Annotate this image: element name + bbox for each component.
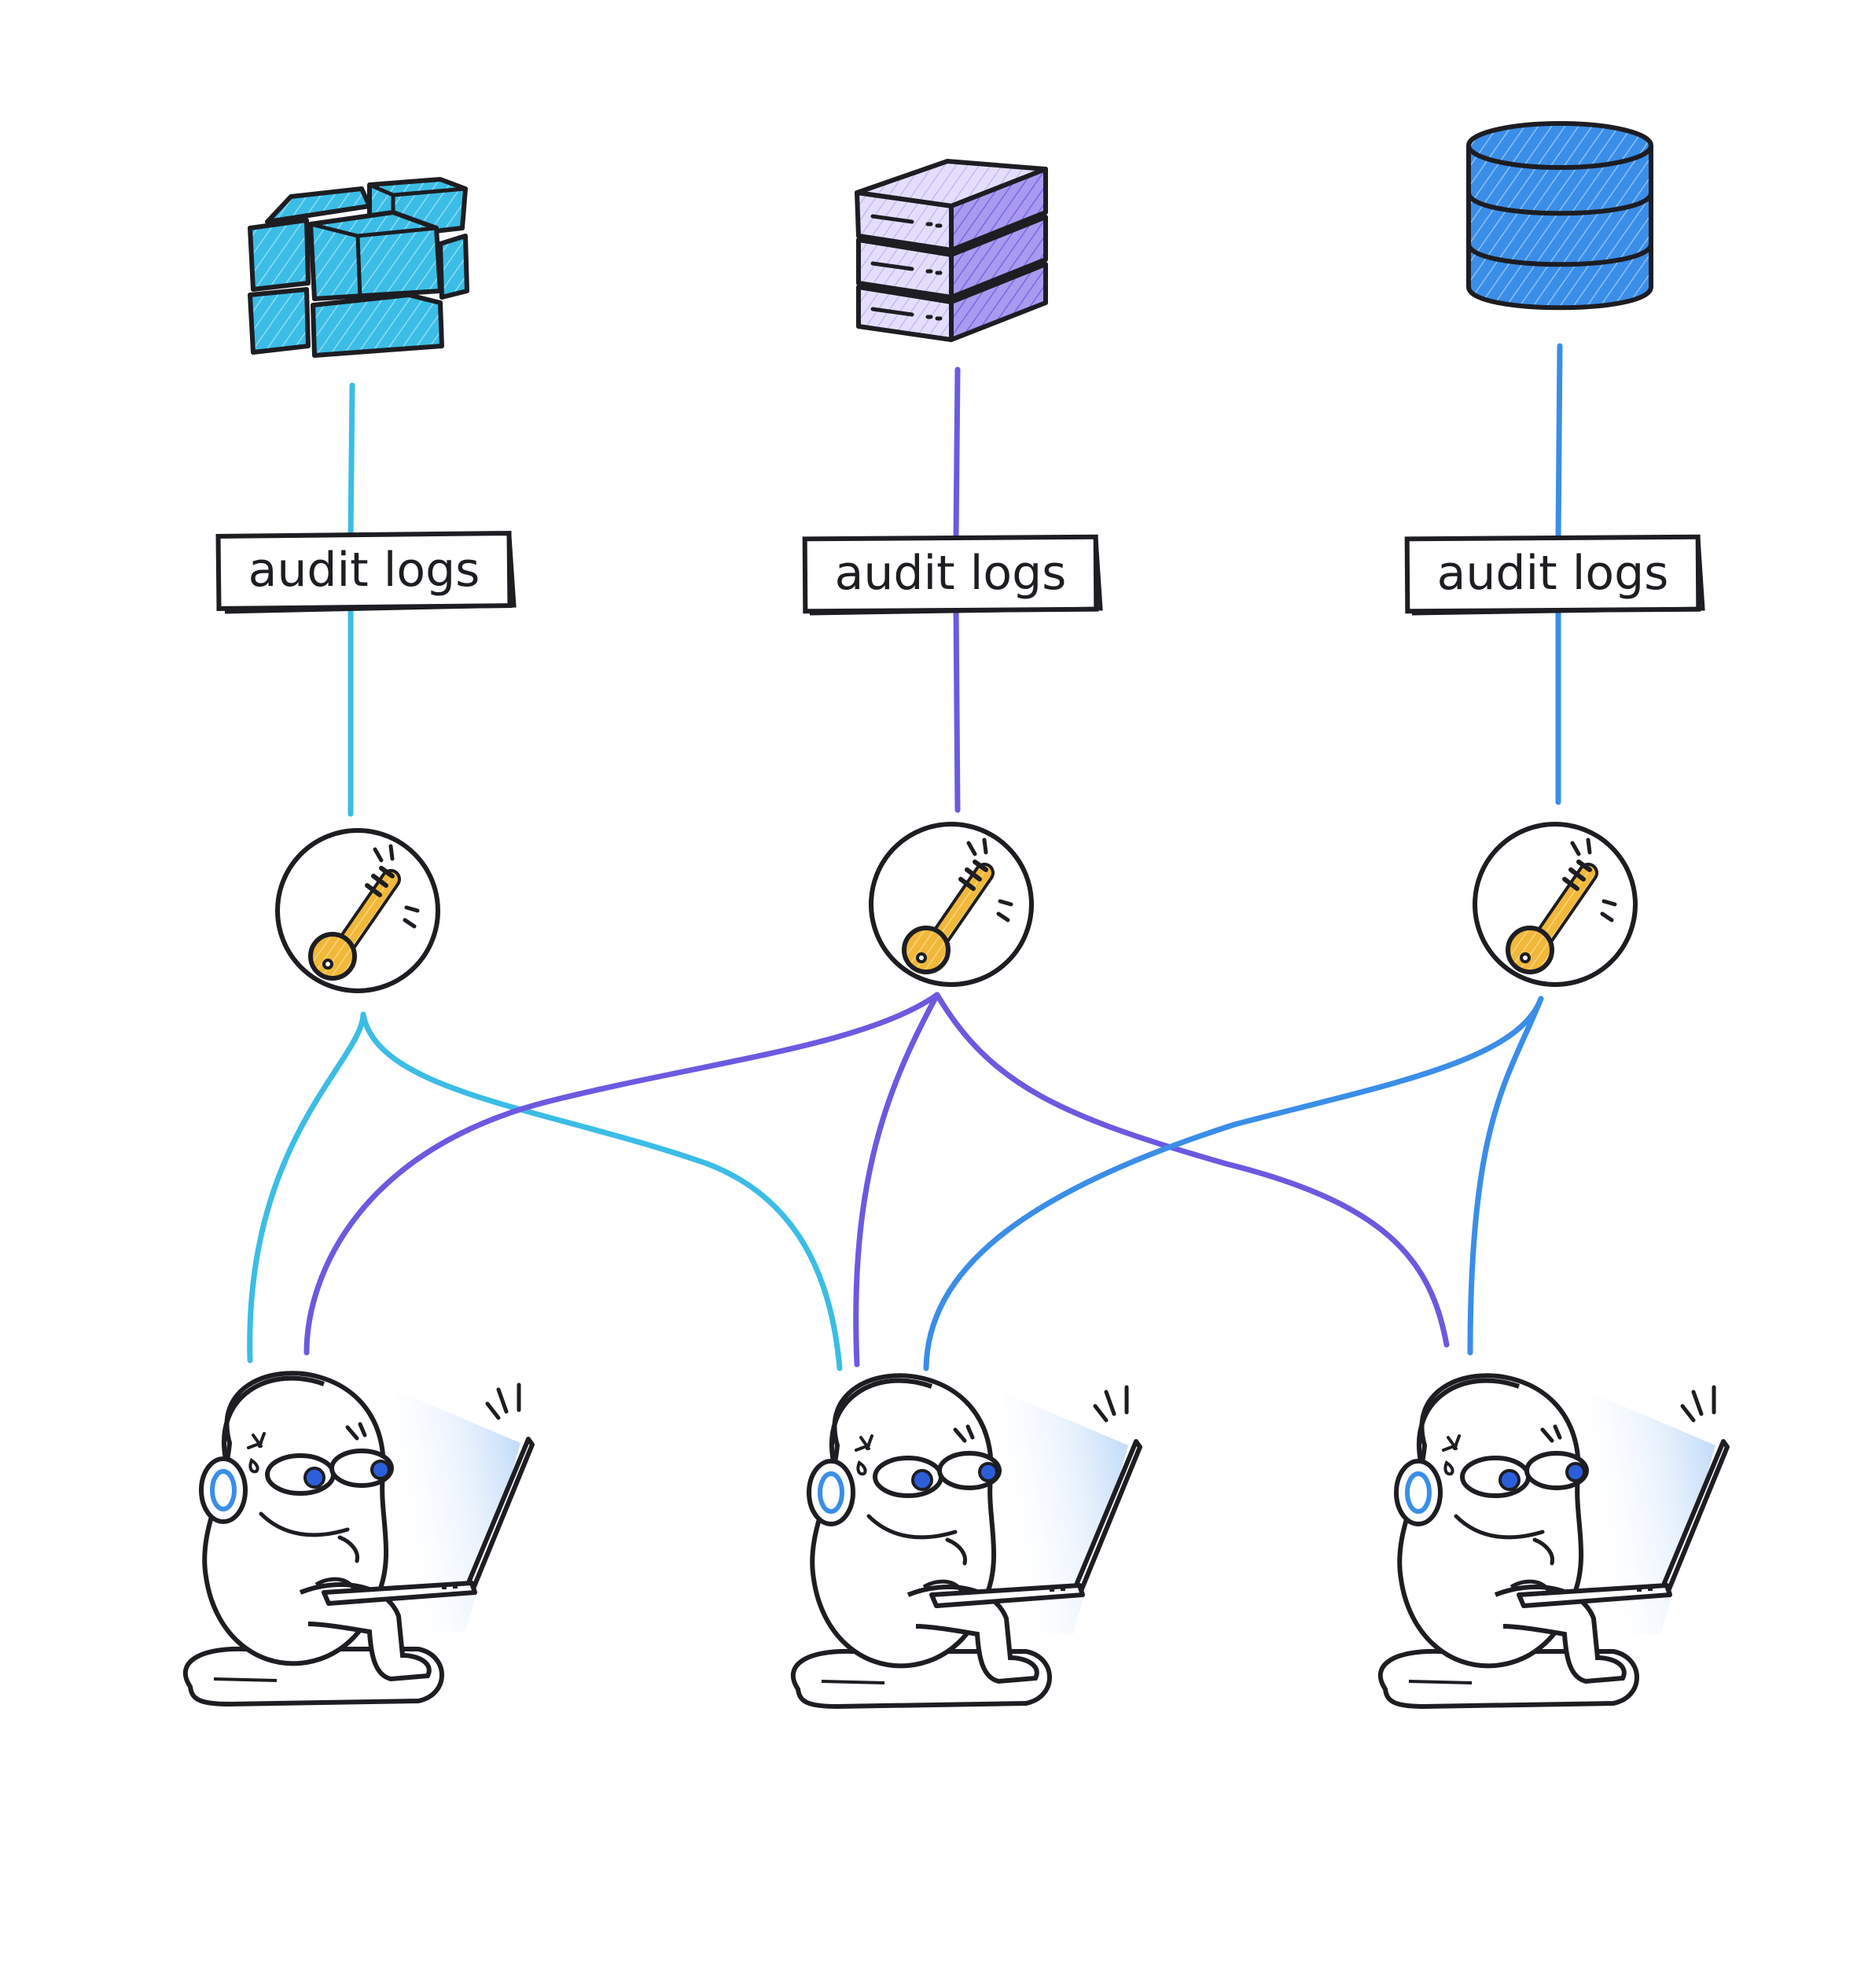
- access-connection-line: [1467, 996, 1544, 1356]
- user-with-laptop: [1381, 1375, 1727, 1706]
- user-with-laptop: [793, 1375, 1140, 1706]
- cloud-cluster-icon: [248, 177, 469, 358]
- key-icon: [278, 830, 438, 991]
- resource-link-line: [1555, 343, 1563, 542]
- server-rack-icon: [855, 159, 1048, 342]
- access-connection-line: [360, 1011, 843, 1371]
- user-with-laptop: [186, 1373, 532, 1704]
- access-connection-line: [303, 992, 940, 1356]
- access-connection-line: [923, 996, 1544, 1371]
- connection-lines: [247, 343, 1563, 1371]
- access-connection-line: [853, 992, 940, 1368]
- resource-link-line: [953, 602, 961, 813]
- audit-log-label-text: audit logs: [1437, 546, 1669, 601]
- resource-link-line: [347, 382, 355, 542]
- access-connection-line: [247, 1011, 366, 1364]
- audit-log-label: audit logs: [802, 534, 1103, 616]
- resource-link-line: [953, 366, 961, 542]
- access-connection-line: [934, 992, 1450, 1348]
- audit-log-label: audit logs: [1404, 534, 1705, 616]
- audit-log-label: audit logs: [215, 531, 517, 614]
- audit-log-label-text: audit logs: [248, 543, 480, 598]
- key-icon: [871, 824, 1031, 985]
- audit-log-label-text: audit logs: [835, 546, 1067, 601]
- key-icon: [1475, 824, 1635, 985]
- database-icon: [1466, 121, 1653, 311]
